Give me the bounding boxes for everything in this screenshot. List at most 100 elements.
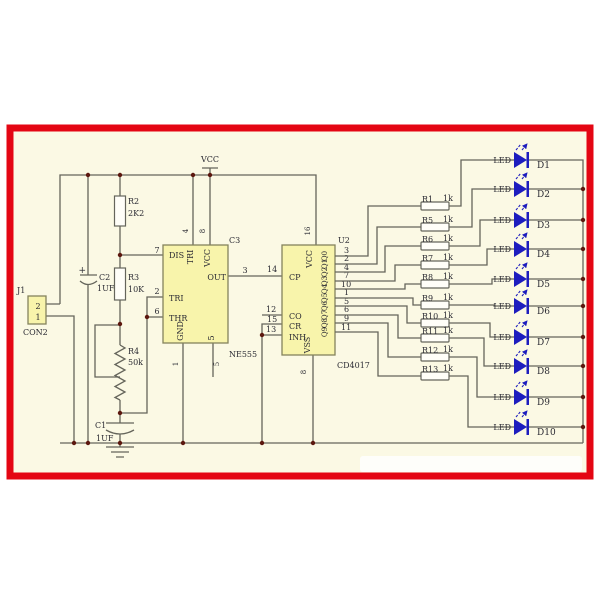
connector-type: CON2 [23, 328, 48, 337]
led-cathode-bar [526, 241, 529, 257]
led-channel-10: R13 1k LED D10 [335, 331, 586, 438]
led-channel-3: R6 1k LED D3 [335, 204, 586, 273]
junction-dot [580, 186, 586, 192]
led-channel-8: R11 1k LED D8 [335, 314, 586, 377]
counter-ic: U2 CD4017 14 CP 12 CO 15 CR 13 INH 16 VC… [266, 226, 370, 374]
diode-ref: D1 [537, 161, 550, 171]
led-cathode-bar [526, 389, 529, 405]
resistor-body [420, 318, 450, 328]
connector-ref: J1 [16, 286, 25, 295]
c2-ref: C2 [99, 273, 110, 282]
counter-pin8-num: 8 [300, 370, 308, 374]
r3-body [113, 267, 127, 301]
c1-ref: C1 [95, 421, 106, 430]
counter-q7-num: 6 [344, 305, 349, 314]
led-emission-arrows [515, 290, 527, 297]
diode-ref: D10 [537, 428, 556, 438]
led-channel-9: R12 1k LED D9 [335, 322, 586, 408]
junction-dot [580, 217, 586, 223]
timer-ic: C3 NE555 7 DIS 2 TRI 6 THR 4 TRI 8 VCC O… [154, 228, 257, 366]
resistor-value: 1k [443, 272, 453, 281]
resistor-value: 1k [443, 364, 453, 373]
counter-body [281, 244, 336, 356]
counter-designator: CD4017 [337, 361, 370, 370]
counter-cr-num: 15 [267, 315, 277, 324]
counter-q1-num: 2 [344, 254, 349, 263]
resistor-ref: R5 [422, 216, 433, 225]
connector-pin-1: 1 [35, 313, 40, 322]
counter-q8-num: 9 [344, 314, 349, 323]
counter-q2-num: 4 [344, 263, 349, 272]
junction-dot [580, 424, 586, 430]
led-channel-2: R5 1k LED D2 [335, 173, 586, 265]
led-diode-icon [514, 212, 527, 228]
resistor-value: 1k [443, 234, 453, 243]
timer-pin4-name: TRI [186, 250, 195, 265]
resistor-ref: R13 [422, 365, 438, 374]
led-diode-icon [514, 298, 527, 314]
resistor-ref: R8 [422, 273, 433, 282]
r4-ref: R4 [128, 347, 139, 356]
led-channel-7: R10 1k LED D7 [335, 305, 586, 348]
led-emission-arrows [515, 144, 527, 151]
resistor-body [420, 300, 450, 310]
led-cathode-bar [526, 329, 529, 345]
led-channel-4: R7 1k LED D4 [335, 233, 586, 282]
led-diode-icon [514, 389, 527, 405]
led-diode-icon [514, 358, 527, 374]
junction-dot [580, 394, 586, 400]
led-label: LED [493, 156, 511, 165]
timer-pin5-num: 5 [213, 362, 221, 366]
junction-dot [580, 276, 586, 282]
counter-q5-name: Q5 [321, 293, 329, 303]
resistor-r2: R2 2K2 [113, 195, 144, 227]
resistor-body [420, 222, 450, 232]
led-label: LED [493, 185, 511, 194]
timer-out-num: 3 [242, 266, 247, 275]
led-diode-icon [514, 241, 527, 257]
timer-cap-label: C3 [229, 236, 240, 245]
junction-dot [580, 246, 586, 252]
led-emission-arrows [515, 350, 527, 357]
connector-body [27, 295, 47, 325]
potentiometer-r4: R4 50k [128, 347, 143, 367]
counter-co-name: CO [289, 312, 302, 321]
led-cathode-bar [526, 152, 529, 168]
resistor-body [420, 333, 450, 343]
timer-pin8-num: 8 [199, 229, 207, 233]
resistor-body [420, 260, 450, 270]
led-emission-arrows [515, 173, 527, 180]
counter-q3-num: 7 [344, 271, 349, 280]
diode-ref: D8 [537, 367, 550, 377]
resistor-body [420, 279, 450, 289]
led-diode-icon [514, 181, 527, 197]
r3-value: 10K [128, 285, 145, 294]
counter-q0-num: 3 [344, 246, 349, 255]
resistor-body [420, 371, 450, 381]
timer-pin6-num: 6 [154, 307, 159, 316]
led-diode-icon [514, 329, 527, 345]
resistor-value: 1k [443, 194, 453, 203]
diode-ref: D6 [537, 307, 550, 317]
counter-q9-name: Q9 [321, 327, 329, 337]
connector-pin-2: 2 [35, 302, 40, 311]
diode-ref: D3 [537, 221, 550, 231]
resistor-ref: R1 [422, 195, 433, 204]
led-emission-arrows [515, 263, 527, 270]
diode-ref: D9 [537, 398, 550, 408]
led-label: LED [493, 275, 511, 284]
led-diode-icon [514, 152, 527, 168]
counter-cp-name: CP [289, 273, 301, 282]
junction-dot [580, 303, 586, 309]
vcc-label: VCC [200, 155, 219, 164]
led-diode-icon [514, 271, 527, 287]
timer-pin1-num: 1 [172, 362, 180, 366]
timer-pin2-name: TRI [169, 294, 184, 303]
resistor-value: 1k [443, 253, 453, 262]
resistor-ref: R11 [422, 327, 438, 336]
counter-pin16-num: 16 [304, 226, 312, 235]
resistor-body [420, 201, 450, 211]
counter-inh-num: 13 [266, 325, 276, 334]
c1-value: 1UF [96, 434, 114, 443]
